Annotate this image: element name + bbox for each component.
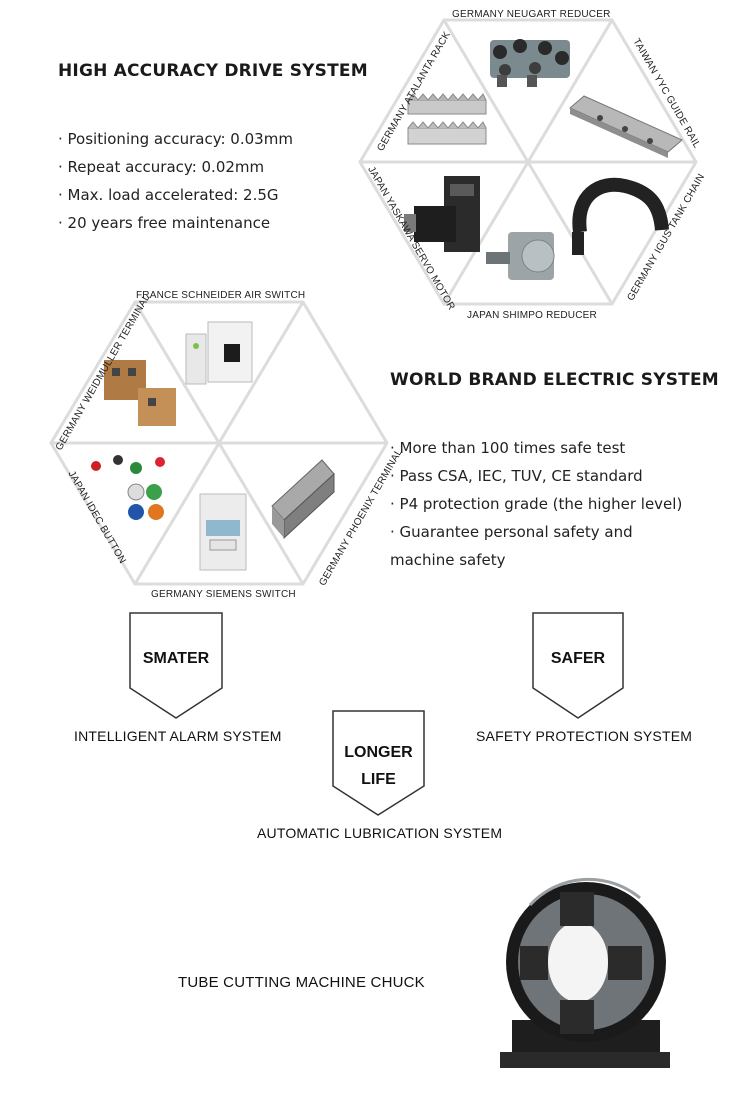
feature-badges	[129, 612, 624, 816]
siemens-switch-image	[199, 493, 247, 571]
spec-safety-1: · Guarantee personal safety and	[390, 523, 633, 541]
yaskawa-servo-motor-image	[404, 176, 480, 252]
smater-badge-text: SMATER	[142, 650, 210, 667]
longer-life-shield-icon	[332, 710, 425, 816]
electric-spec-list: · More than 100 times safe test · Pass C…	[390, 434, 682, 574]
spec-safe-test: · More than 100 times safe test	[390, 439, 626, 457]
longer-life-badge-text: LONGER LIFE	[333, 739, 424, 793]
drive-spec-list: · Positioning accuracy: 0.03mm · Repeat …	[58, 125, 293, 237]
hex-label-neugart: GERMANY NEUGART REDUCER	[452, 9, 611, 20]
electric-system-title: WORLD BRAND ELECTRIC SYSTEM	[390, 370, 719, 390]
shimpo-reducer-image	[486, 232, 555, 280]
spec-positioning: · Positioning accuracy: 0.03mm	[58, 130, 293, 148]
longer-life-line-1: LONGER	[344, 744, 413, 761]
drive-system-title: HIGH ACCURACY DRIVE SYSTEM	[58, 61, 368, 81]
hex-label-schneider: FRANCE SCHNEIDER AIR SWITCH	[136, 290, 306, 301]
idec-button-image	[91, 455, 165, 520]
schneider-air-switch-image	[185, 321, 253, 385]
chuck-label: TUBE CUTTING MACHINE CHUCK	[178, 974, 425, 991]
spec-protection: · P4 protection grade (the higher level)	[390, 495, 683, 513]
safety-protection-label: SAFETY PROTECTION SYSTEM	[476, 728, 693, 744]
safer-shield-icon	[532, 612, 624, 719]
hex-label-shimpo: JAPAN SHIMPO REDUCER	[467, 310, 597, 321]
spec-repeat: · Repeat accuracy: 0.02mm	[58, 158, 265, 176]
phoenix-terminal-image	[271, 459, 335, 540]
spec-standards: · Pass CSA, IEC, TUV, CE standard	[390, 467, 643, 485]
hex-label-siemens: GERMANY SIEMENS SWITCH	[151, 589, 296, 600]
longer-life-line-2: LIFE	[361, 771, 396, 788]
automatic-lubrication-label: AUTOMATIC LUBRICATION SYSTEM	[257, 825, 503, 841]
drive-hexagon-diagram	[358, 18, 698, 306]
safer-badge-text: SAFER	[550, 650, 606, 667]
weidmuller-terminal-image	[104, 360, 176, 426]
spec-load: · Max. load accelerated: 2.5G	[58, 186, 279, 204]
spec-safety-2: machine safety	[390, 551, 506, 569]
smater-shield-icon	[129, 612, 223, 719]
atalanta-rack-image	[407, 93, 487, 145]
igus-tank-chain-image	[572, 177, 669, 255]
yyc-guide-rail-image	[569, 95, 683, 158]
neugart-reducer-image	[490, 39, 570, 87]
electric-hexagon-diagram	[49, 300, 389, 586]
intelligent-alarm-label: INTELLIGENT ALARM SYSTEM	[74, 728, 282, 744]
spec-maintenance: · 20 years free maintenance	[58, 214, 271, 232]
